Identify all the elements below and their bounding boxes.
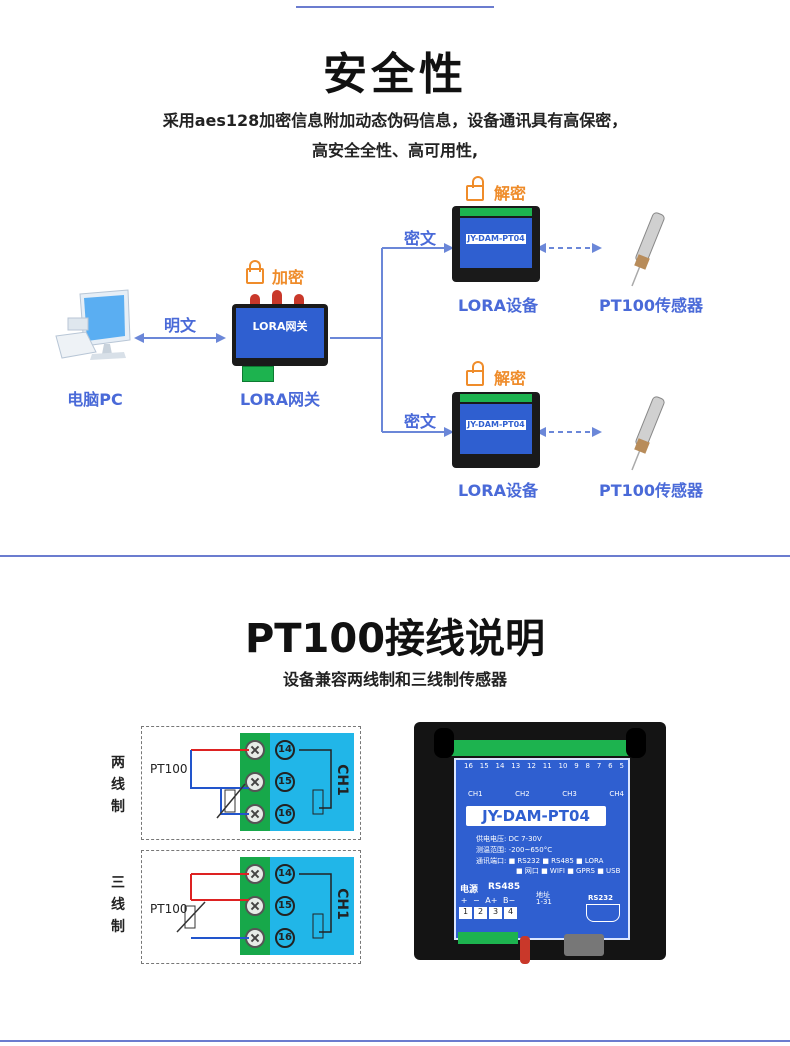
bottom-terminals (458, 932, 518, 944)
wiring-title: PT100接线说明 (244, 616, 546, 662)
spec-voltage: 供电电压: DC 7-30V (476, 835, 542, 843)
pt100-label: PT100 (150, 902, 188, 916)
pin-15: 15 (275, 772, 295, 792)
network-diagram-lines (134, 243, 602, 437)
spec-ports-2: ■ 网口 ■ WIFI ■ GPRS ■ USB (516, 867, 621, 875)
spec-range: 测温范围: -200~650°C (476, 846, 553, 854)
pt100-sensor-icon (631, 212, 665, 287)
screw-terminal (245, 896, 265, 916)
db9-port (564, 934, 604, 956)
security-title: 安全性 (323, 49, 467, 100)
gateway-screen-text: LORA网关 (252, 320, 308, 333)
device-model-text: JY-DAM-PT04 (466, 234, 526, 244)
lora-device-top: JY-DAM-PT04 (452, 206, 540, 282)
pt04-device-photo (414, 722, 666, 960)
gateway-terminals (242, 366, 274, 382)
sensor-label-top: PT100传感器 (598, 296, 704, 315)
security-subtitle-line2: 高安全全性、高可用性, (311, 141, 479, 160)
db9-connector-icon (586, 904, 620, 922)
antenna-connector (520, 936, 530, 964)
device-model-text: JY-DAM-PT04 (466, 420, 526, 430)
three-wire-label-2: 线 (111, 897, 125, 913)
antenna (272, 290, 282, 316)
rs485-label: RS485 (488, 882, 521, 892)
rs232-label: RS232 (588, 894, 614, 902)
two-wire-label-1: 两 (111, 755, 125, 771)
two-wire-label-2: 线 (111, 777, 125, 793)
pc-label: 电脑PC (67, 390, 123, 409)
power-label: 电源 (460, 885, 479, 895)
plaintext-label: 明文 (163, 316, 196, 335)
addr-label: 地址 (536, 891, 550, 899)
spec-ports-1: 通讯端口: ■ RS232 ■ RS485 ■ LORA (476, 857, 604, 865)
security-subtitle-line1: 采用aes128加密信息附加动态伪码信息，设备通讯具有高保密， (162, 111, 628, 130)
two-wire-label-3: 制 (111, 799, 125, 815)
top-divider (296, 6, 494, 8)
decrypt-label-bottom: 解密 (494, 369, 527, 388)
lora-device-bottom: JY-DAM-PT04 (452, 392, 540, 468)
device-model-label: JY-DAM-PT04 (466, 806, 606, 826)
pin-14: 14 (275, 864, 295, 884)
wiring-subtitle: 设备兼容两线制和三线制传感器 (282, 670, 507, 689)
section-divider (0, 555, 790, 557)
pin-16: 16 (275, 804, 295, 824)
lora-gateway-device: LORA网关 (232, 304, 328, 366)
pt100-label: PT100 (150, 762, 188, 776)
two-wire-diagram (141, 726, 361, 840)
lora-device-label-bottom: LORA设备 (458, 481, 538, 500)
pin-15: 15 (275, 896, 295, 916)
bottom-divider (0, 1040, 790, 1042)
lora-device-label-top: LORA设备 (458, 296, 538, 315)
pt100-sensor-icon (631, 396, 665, 471)
three-wire-label-1: 三 (111, 875, 125, 891)
pin-16: 16 (275, 928, 295, 948)
encrypt-label: 加密 (272, 268, 305, 287)
ciphertext-label-bottom: 密文 (403, 412, 436, 431)
pin-14: 14 (275, 740, 295, 760)
wiring-lines (176, 749, 332, 939)
addr-range: 1-31 (536, 898, 552, 906)
sensor-label-bottom: PT100传感器 (598, 481, 704, 500)
ciphertext-label-top: 密文 (403, 229, 436, 248)
three-wire-diagram (141, 850, 361, 964)
three-wire-label-3: 制 (111, 919, 125, 935)
device-pin-labels: +−A+B− (460, 896, 516, 905)
device-pin-numbers: 1 2 3 4 (458, 906, 518, 920)
gateway-label: LORA网关 (240, 390, 320, 409)
decrypt-label-top: 解密 (494, 184, 527, 203)
screw-terminal (245, 772, 265, 792)
computer-icon (55, 289, 131, 360)
